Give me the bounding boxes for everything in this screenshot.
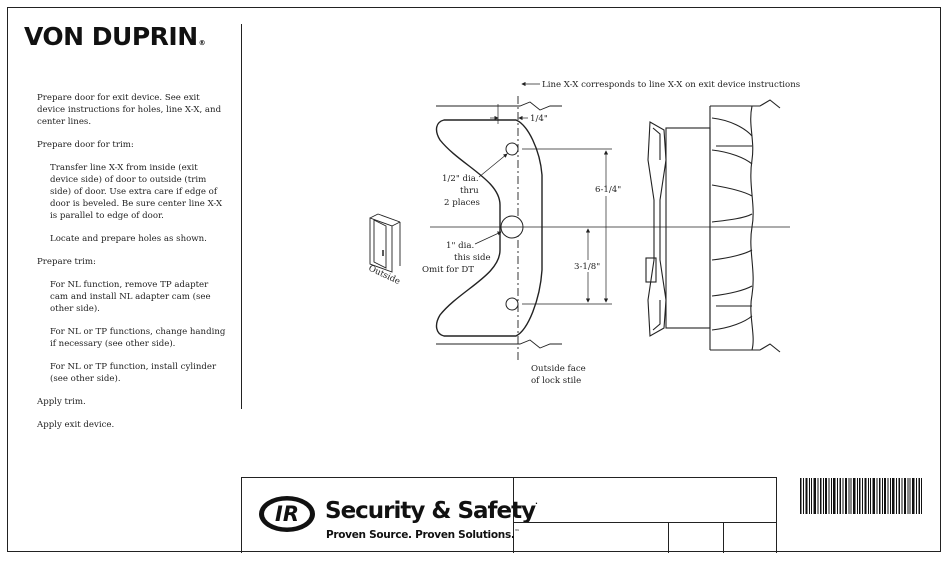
quarter-dimension [490, 104, 528, 124]
vertical-dimensions [522, 148, 612, 305]
large-hole-label-3: Omit for DT [422, 265, 474, 275]
instruction-step: Apply exit device. [37, 420, 115, 430]
instruction-step: For NL or TP function, install cylinder … [50, 362, 217, 384]
instruction-step: For NL function, remove TP adapter cam a… [50, 280, 211, 314]
small-hole-bottom [505, 297, 519, 311]
stile-label-1: Outside face [531, 364, 586, 374]
large-hole-label-1: 1" dia. [446, 241, 474, 251]
large-hole-label-2: this side [454, 253, 491, 263]
instruction-step: For NL or TP functions, change handing i… [50, 327, 226, 349]
three-eighth-dimension-label: 3-1/8" [574, 262, 600, 272]
door-edge-lines [436, 96, 562, 360]
title-block: IR Security & Safety. Proven Source. Pro… [241, 477, 777, 553]
column-divider [241, 24, 242, 409]
door-icon [369, 213, 401, 273]
brand-name: VON DUPRIN [24, 22, 198, 51]
brand-reg-mark: ® [198, 39, 206, 47]
instruction-step: Transfer line X-X from inside (exit devi… [50, 163, 223, 221]
barcode [800, 478, 922, 514]
six-quarter-dimension-label: 6-1/4" [595, 185, 621, 195]
instruction-step: Prepare trim: [37, 257, 96, 267]
small-hole-top [505, 142, 519, 156]
title-block-divider [668, 522, 669, 553]
instruction-step: Prepare door for exit device. See exit d… [37, 93, 222, 127]
instruction-step: Apply trim. [37, 397, 86, 407]
small-hole-label-1: 1/2" dia. [442, 174, 479, 184]
trim-template-outline [435, 119, 543, 337]
line-xx-note: Line X-X corresponds to line X-X on exit… [542, 80, 800, 90]
small-hole-label-2: thru [460, 186, 479, 196]
company-name: Security & Safety. [325, 498, 538, 524]
instructions-list: Prepare door for exit device. See exit d… [37, 92, 227, 442]
instruction-step: Prepare door for trim: [37, 140, 134, 150]
brand-logo: VON DUPRIN® [24, 22, 206, 51]
title-block-divider [723, 522, 724, 553]
drawing-frame [7, 7, 941, 552]
ir-logo-text: IR [275, 502, 299, 526]
small-hole-label-3: 2 places [444, 198, 480, 208]
ir-logo-icon: IR [259, 496, 315, 532]
stile-label-2: of lock stile [531, 376, 581, 386]
company-tagline: Proven Source. Proven Solutions.™ [326, 529, 520, 541]
instruction-step: Locate and prepare holes as shown. [50, 234, 207, 244]
ir-logo-panel: IR Security & Safety. Proven Source. Pro… [242, 478, 538, 553]
trim-side-view [645, 99, 781, 353]
quarter-dimension-label: 1/4" [530, 114, 548, 124]
title-block-divider [513, 522, 777, 523]
